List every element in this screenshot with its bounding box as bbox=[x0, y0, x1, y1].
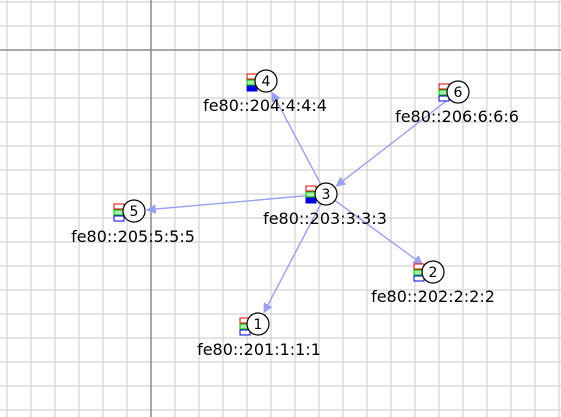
node-status-leds-icon bbox=[239, 317, 251, 336]
node-address-label: fe80::205:5:5:5 bbox=[71, 227, 195, 246]
node-address-label: fe80::201:1:1:1 bbox=[197, 340, 321, 359]
edge-3-to-2 bbox=[334, 199, 424, 265]
node-address-label: fe80::204:4:4:4 bbox=[203, 96, 327, 115]
node-id-label: 3 bbox=[322, 187, 331, 203]
node-circle[interactable] bbox=[246, 312, 270, 336]
node-id-label: 2 bbox=[429, 265, 438, 281]
node-status-leds-icon bbox=[246, 73, 258, 92]
nodes-layer: 1fe80::201:1:1:12fe80::202:2:2:23fe80::2… bbox=[71, 69, 519, 359]
led-blue bbox=[305, 197, 317, 204]
node-circle[interactable] bbox=[122, 199, 146, 223]
led-red bbox=[305, 185, 317, 192]
edge-3-to-5 bbox=[145, 194, 316, 214]
node-address-label: fe80::202:2:2:2 bbox=[371, 287, 495, 306]
edge-3-to-4 bbox=[271, 91, 322, 185]
node-circle[interactable] bbox=[254, 69, 278, 93]
node-circle[interactable] bbox=[421, 260, 445, 284]
led-red bbox=[113, 203, 125, 210]
led-blue bbox=[239, 329, 251, 336]
edges-layer bbox=[145, 91, 450, 314]
led-blue bbox=[113, 215, 125, 222]
led-blue bbox=[246, 85, 258, 92]
node-circle[interactable] bbox=[446, 80, 470, 104]
node-id-label: 1 bbox=[254, 317, 263, 333]
edge-6-to-3 bbox=[335, 98, 450, 187]
node-circle[interactable] bbox=[314, 182, 338, 206]
edge-3-to-1 bbox=[263, 203, 322, 314]
node-address-label: fe80::203:3:3:3 bbox=[263, 209, 387, 228]
node-id-label: 6 bbox=[454, 85, 463, 101]
node-id-label: 4 bbox=[262, 74, 271, 90]
node-id-label: 5 bbox=[130, 204, 139, 220]
node-address-label: fe80::206:6:6:6 bbox=[395, 107, 519, 126]
